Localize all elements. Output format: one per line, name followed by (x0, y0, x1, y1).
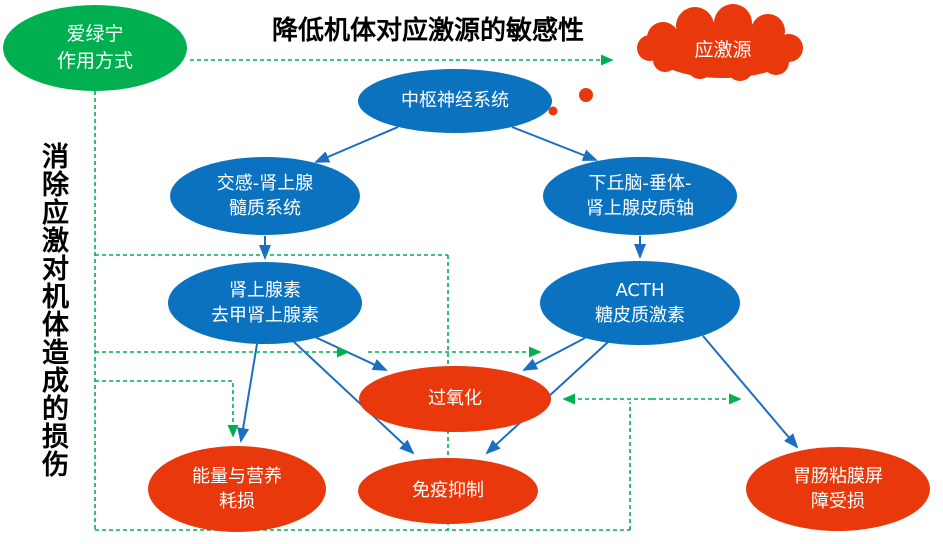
node-gi-damage: 胃肠粘膜屏 障受损 (746, 447, 930, 531)
side-title: 消除应激对机体造成的损伤 (37, 142, 68, 478)
node-label-line: 爱绿宁 (66, 23, 124, 46)
node-adrenaline: 肾上腺素 去甲肾上腺素 (168, 262, 362, 344)
node-hpa: 下丘脑-垂体- 肾上腺皮质轴 (543, 157, 737, 235)
node-label-line: 去甲肾上腺素 (211, 305, 319, 326)
node-label-line: 障受损 (811, 491, 865, 512)
node-label-line: 能量与营养 (192, 465, 282, 487)
node-label-line: 作用方式 (56, 50, 133, 72)
node-label-line: 胃肠粘膜屏 (793, 465, 883, 487)
node-immune-suppression: 免疫抑制 (358, 458, 538, 524)
node-label-line: 下丘脑-垂体- (588, 172, 692, 194)
node-product: 爱绿宁 作用方式 (3, 5, 187, 91)
node-label-line: 交感-肾上腺 (216, 172, 314, 194)
node-label-line: 过氧化 (428, 388, 482, 410)
arrow-adrenaline-to-peroxidation (314, 336, 388, 371)
node-label-line: 免疫抑制 (412, 480, 484, 502)
node-acth: ACTH 糖皮质激素 (540, 261, 740, 345)
arrow-adrenaline-to-immune (292, 340, 415, 455)
node-cns: 中枢神经系统 (358, 69, 552, 133)
node-energy-loss: 能量与营养 耗损 (148, 446, 326, 532)
top-title: 降低机体对应激源的敏感性 (271, 16, 584, 46)
dashed-arrow-to-energy (95, 380, 239, 438)
stressor-cloud-shape (637, 4, 803, 81)
node-label-line: 肾上腺素 (229, 279, 301, 301)
thought-dot-large (579, 88, 593, 102)
node-stressor-label: 应激源 (694, 39, 752, 61)
arrow-adrenaline-to-energy (237, 343, 258, 443)
node-label-line: ACTH (615, 279, 665, 301)
thought-dot-small (548, 106, 558, 116)
node-label-line: 肾上腺皮质轴 (586, 198, 694, 219)
node-label-line: 耗损 (219, 491, 255, 512)
node-label-line: 髓质系统 (229, 198, 301, 219)
arrow-cns-to-hpa (511, 126, 598, 161)
arrow-acth-to-peroxidation (522, 337, 586, 371)
arrow-cns-to-sympathetic (314, 126, 399, 163)
node-peroxidation: 过氧化 (359, 366, 551, 432)
arrow-acth-to-gi (702, 335, 799, 449)
node-sympathetic: 交感-肾上腺 髓质系统 (170, 157, 360, 235)
node-label-line: 中枢神经系统 (401, 90, 509, 112)
node-label-line: 糖皮质激素 (595, 305, 685, 326)
